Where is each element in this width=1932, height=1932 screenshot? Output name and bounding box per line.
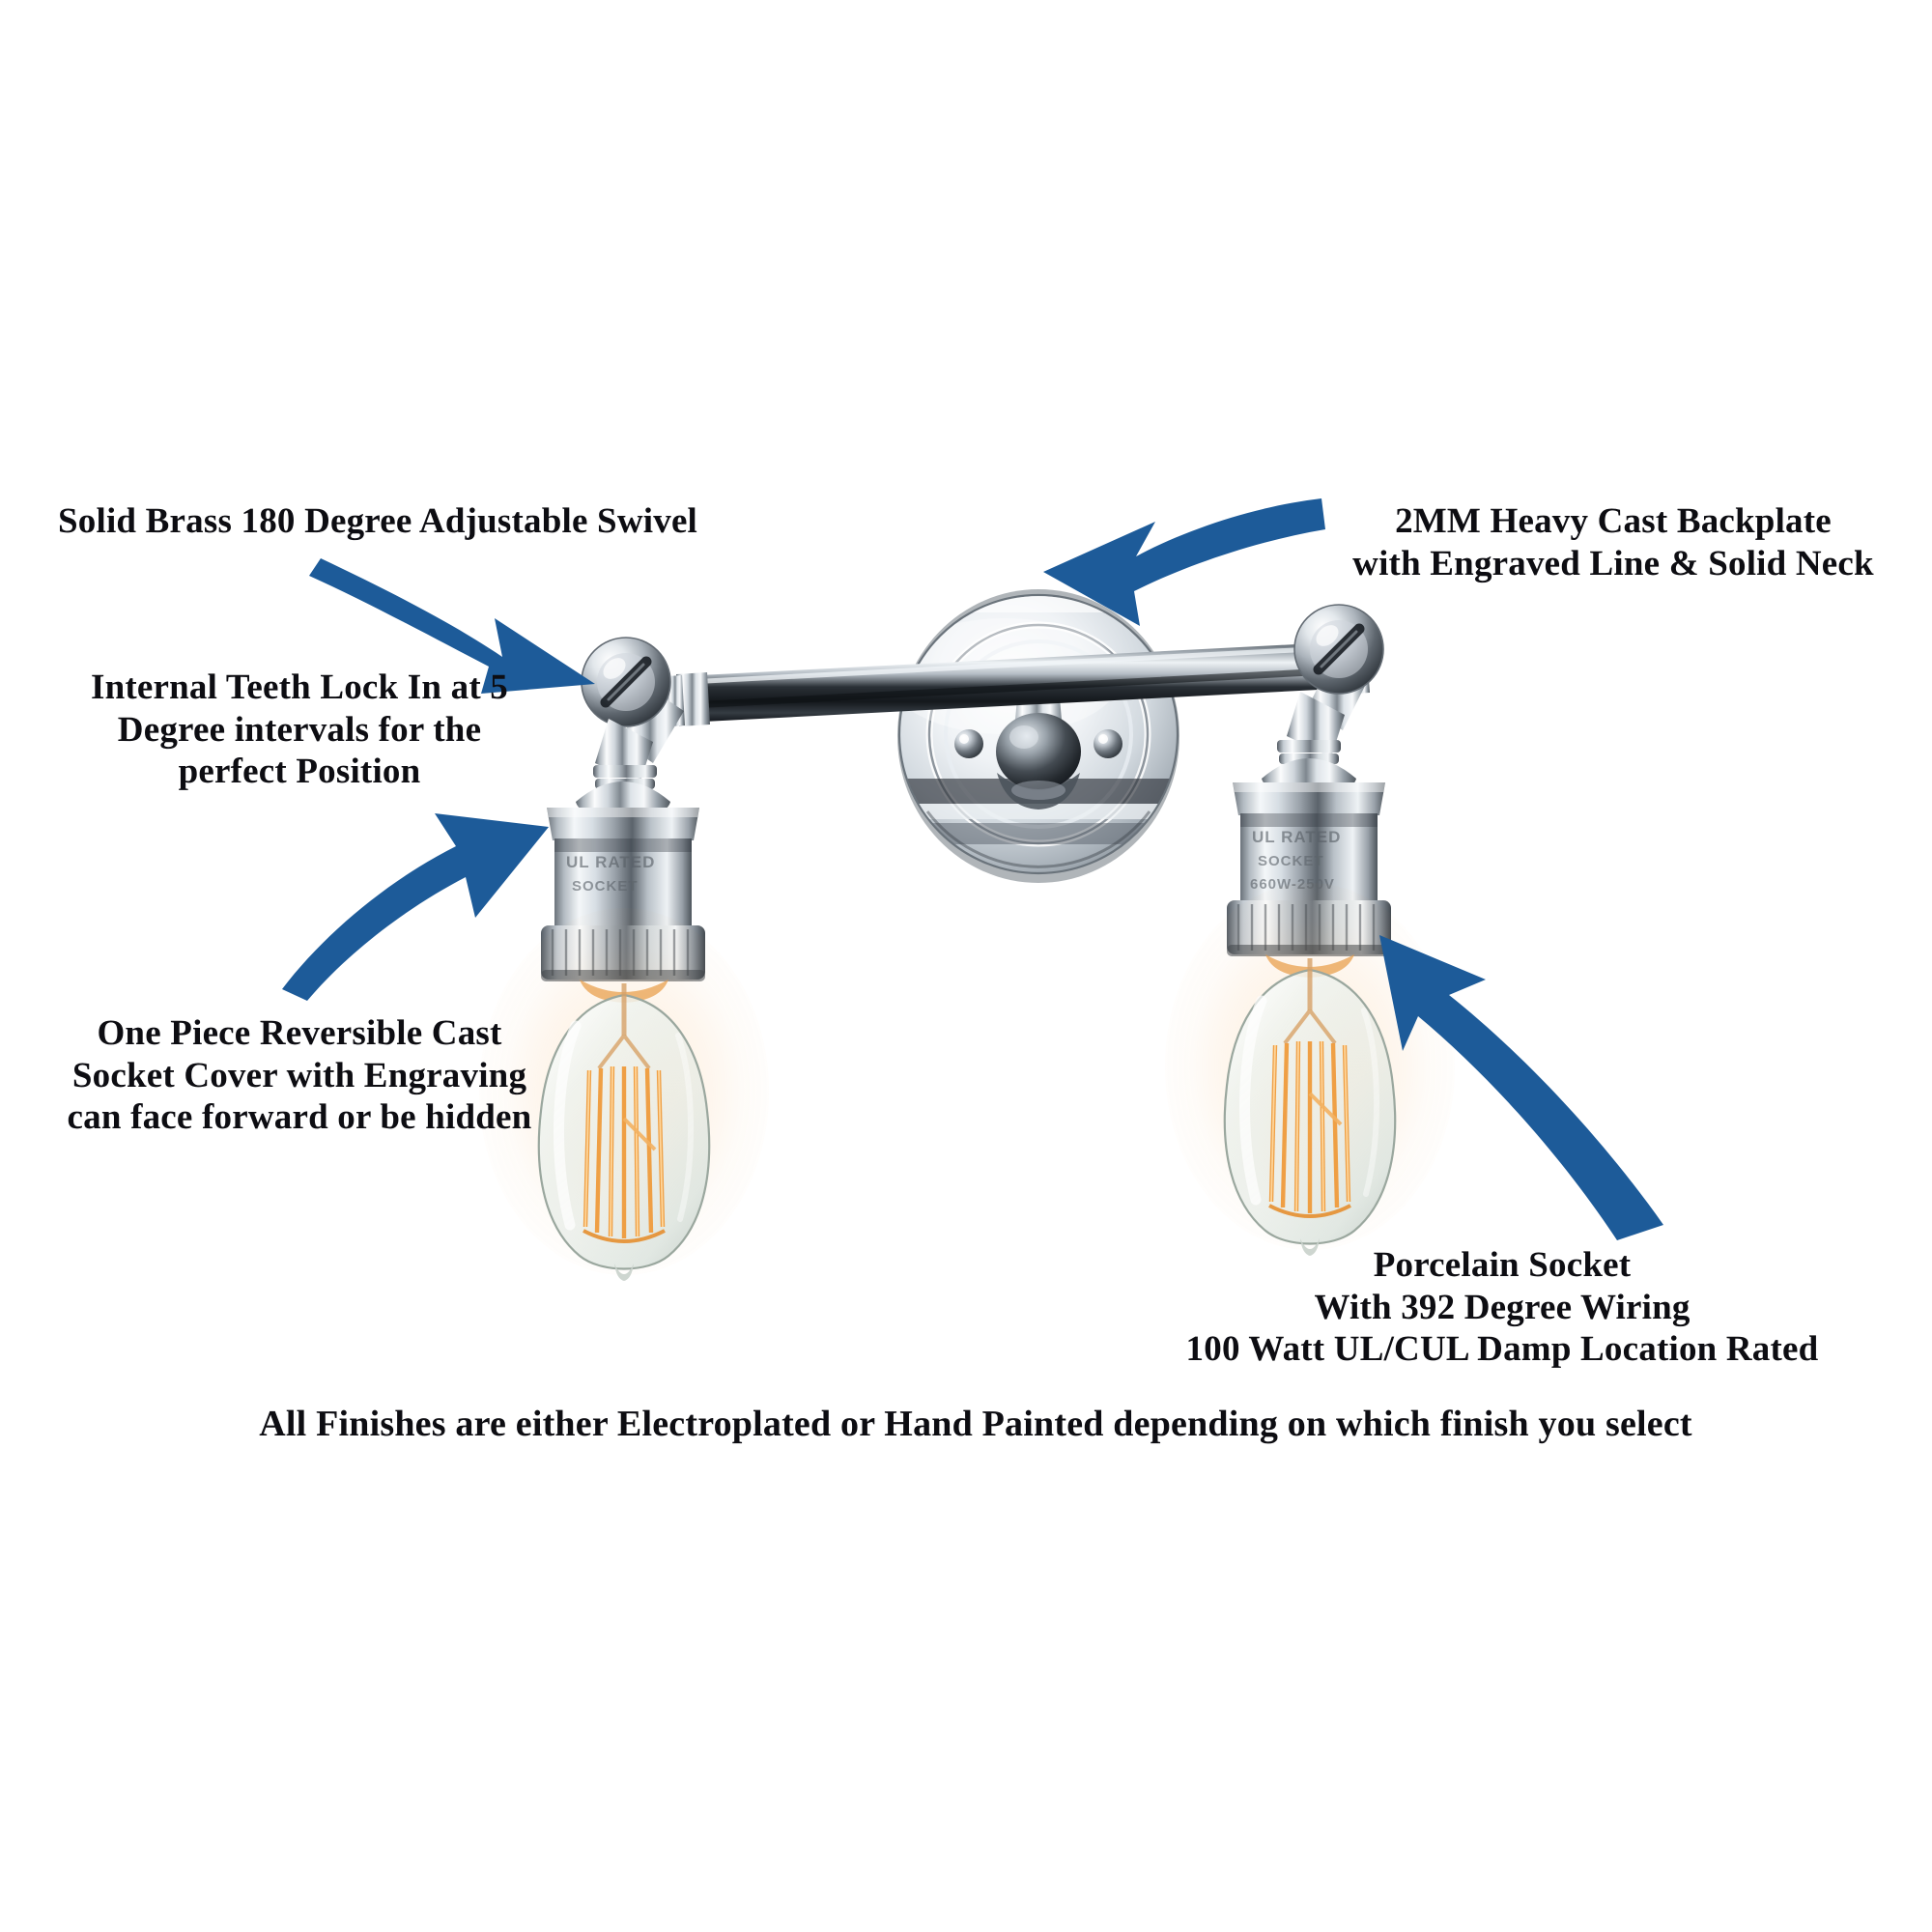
callout-heavy-cast-backplate: 2MM Heavy Cast Backplate with Engraved L… [1352, 501, 1874, 583]
svg-text:SOCKET: SOCKET [572, 878, 639, 895]
left-socket-cover: UL RATED SOCKET 660W-250V [541, 808, 705, 1003]
mounting-ball-left [954, 729, 983, 758]
arrow-to-porcelain [1379, 935, 1663, 1240]
right-swivel-joint [1262, 604, 1384, 796]
svg-text:SOCKET: SOCKET [1258, 853, 1324, 869]
filament [582, 1065, 666, 1238]
left-swivel-joint [576, 637, 684, 819]
bulb-glass [1223, 968, 1397, 1245]
knurl-lines [551, 929, 690, 976]
arrow-to-backplate [1043, 498, 1325, 626]
cross-arm [667, 641, 1370, 726]
svg-text:UL RATED: UL RATED [1252, 828, 1341, 846]
callout-solid-brass-swivel: Solid Brass 180 Degree Adjustable Swivel [58, 501, 698, 541]
filament [1268, 1040, 1351, 1213]
socket-engraving: UL RATED SOCKET 660W-250V [564, 853, 655, 918]
svg-text:660W-250V: 660W-250V [564, 901, 649, 918]
callout-reversible-socket-cover: One Piece Reversible Cast Socket Cover w… [67, 1013, 532, 1138]
callout-internal-teeth-lock: Internal Teeth Lock In at 5 Degree inter… [91, 668, 508, 792]
arm-collar-right [1321, 641, 1370, 696]
svg-text:UL RATED: UL RATED [566, 853, 655, 871]
mounting-ball-right [1094, 729, 1122, 758]
center-backplate [897, 589, 1179, 883]
callout-finishes-note: All Finishes are either Electroplated or… [259, 1404, 1692, 1444]
swivel-screw-slot [1313, 623, 1365, 675]
right-socket-cover: UL RATED SOCKET 660W-250V [1227, 782, 1391, 978]
right-bulb [1165, 883, 1455, 1256]
arrow-to-socket-cover [282, 813, 549, 1001]
arm-collar-left [667, 672, 710, 726]
callout-porcelain-socket: Porcelain Socket With 392 Degree Wiring … [1185, 1245, 1819, 1370]
knurl-lines [1236, 904, 1376, 951]
svg-text:660W-250V: 660W-250V [1250, 876, 1335, 893]
backplate-neck [996, 676, 1081, 810]
swivel-screw-slot [600, 656, 652, 708]
socket-engraving: UL RATED SOCKET 660W-250V [1250, 828, 1341, 893]
